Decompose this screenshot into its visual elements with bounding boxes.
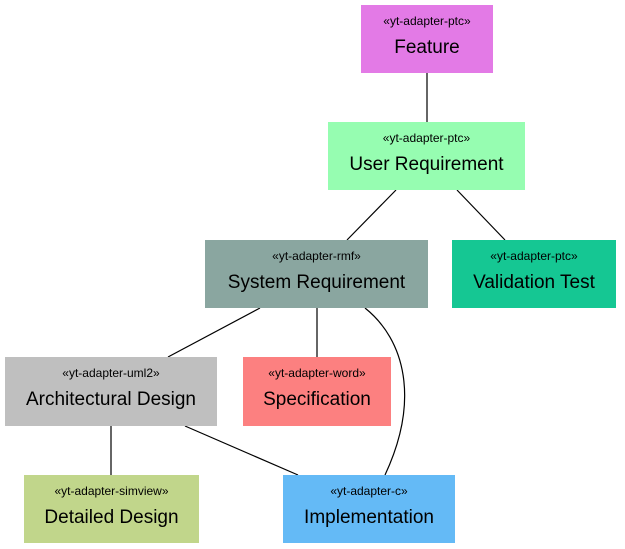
node-user-requirement[interactable]: «yt-adapter-ptc» User Requirement — [328, 122, 525, 190]
stereotype-label: «yt-adapter-simview» — [54, 484, 169, 498]
node-label: System Requirement — [227, 272, 406, 293]
node-label: Feature — [394, 37, 460, 58]
edge-architectural-design-implementation — [184, 425, 299, 476]
node-system-requirement[interactable]: «yt-adapter-rmf» System Requirement — [205, 240, 428, 308]
edge-system-requirement-implementation — [364, 307, 406, 476]
node-architectural-design[interactable]: «yt-adapter-uml2» Architectural Design — [5, 357, 217, 426]
stereotype-label: «yt-adapter-ptc» — [383, 14, 471, 28]
node-label: Architectural Design — [25, 389, 197, 410]
stereotype-label: «yt-adapter-ptc» — [490, 249, 578, 263]
node-specification[interactable]: «yt-adapter-word» Specification — [243, 357, 391, 426]
edge-user-requirement-system-requirement — [346, 189, 397, 241]
stereotype-label: «yt-adapter-rmf» — [272, 249, 361, 263]
node-feature[interactable]: «yt-adapter-ptc» Feature — [361, 5, 493, 73]
stereotype-label: «yt-adapter-word» — [268, 366, 366, 380]
node-validation-test[interactable]: «yt-adapter-ptc» Validation Test — [452, 240, 616, 308]
node-label: Implementation — [304, 507, 434, 528]
edge-system-requirement-architectural-design — [167, 307, 261, 358]
node-label: Validation Test — [473, 272, 595, 293]
stereotype-label: «yt-adapter-c» — [330, 484, 408, 498]
node-implementation[interactable]: «yt-adapter-c» Implementation — [283, 475, 455, 543]
stereotype-label: «yt-adapter-uml2» — [62, 366, 160, 380]
edge-user-requirement-validation-test — [456, 189, 506, 241]
node-detailed-design[interactable]: «yt-adapter-simview» Detailed Design — [24, 475, 199, 543]
stereotype-label: «yt-adapter-ptc» — [382, 131, 471, 145]
node-label: Specification — [263, 389, 371, 410]
node-label: User Requirement — [349, 154, 504, 175]
node-label: Detailed Design — [44, 507, 179, 528]
